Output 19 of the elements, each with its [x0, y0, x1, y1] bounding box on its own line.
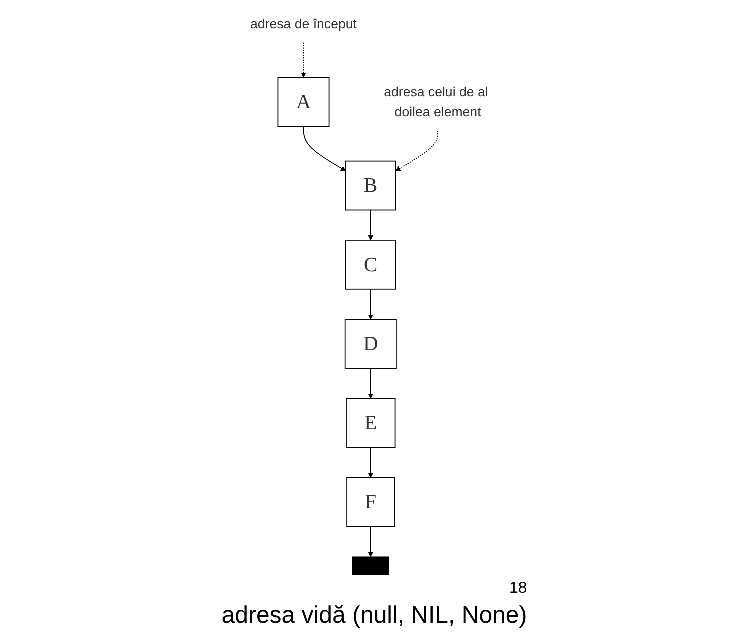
page-number: 18 [508, 580, 528, 598]
node-box: B [345, 160, 396, 211]
caption: adresa vidă (null, NIL, None) [222, 602, 528, 630]
arrow [368, 526, 374, 558]
node-box: F [346, 477, 396, 528]
node-box: C [345, 240, 396, 290]
node-bar [352, 556, 390, 576]
arrow [368, 210, 374, 241]
node-text: adresa de început [250, 16, 357, 32]
node-box: A [278, 77, 330, 128]
node-box: D [344, 319, 397, 369]
arrow [368, 368, 374, 399]
arrow [303, 126, 346, 172]
arrow [368, 288, 374, 320]
node-box: E [346, 398, 396, 448]
arrow [368, 447, 374, 478]
arrow [396, 130, 438, 172]
node-text: adresa celui de al doilea element [384, 84, 488, 120]
arrow [301, 42, 306, 78]
